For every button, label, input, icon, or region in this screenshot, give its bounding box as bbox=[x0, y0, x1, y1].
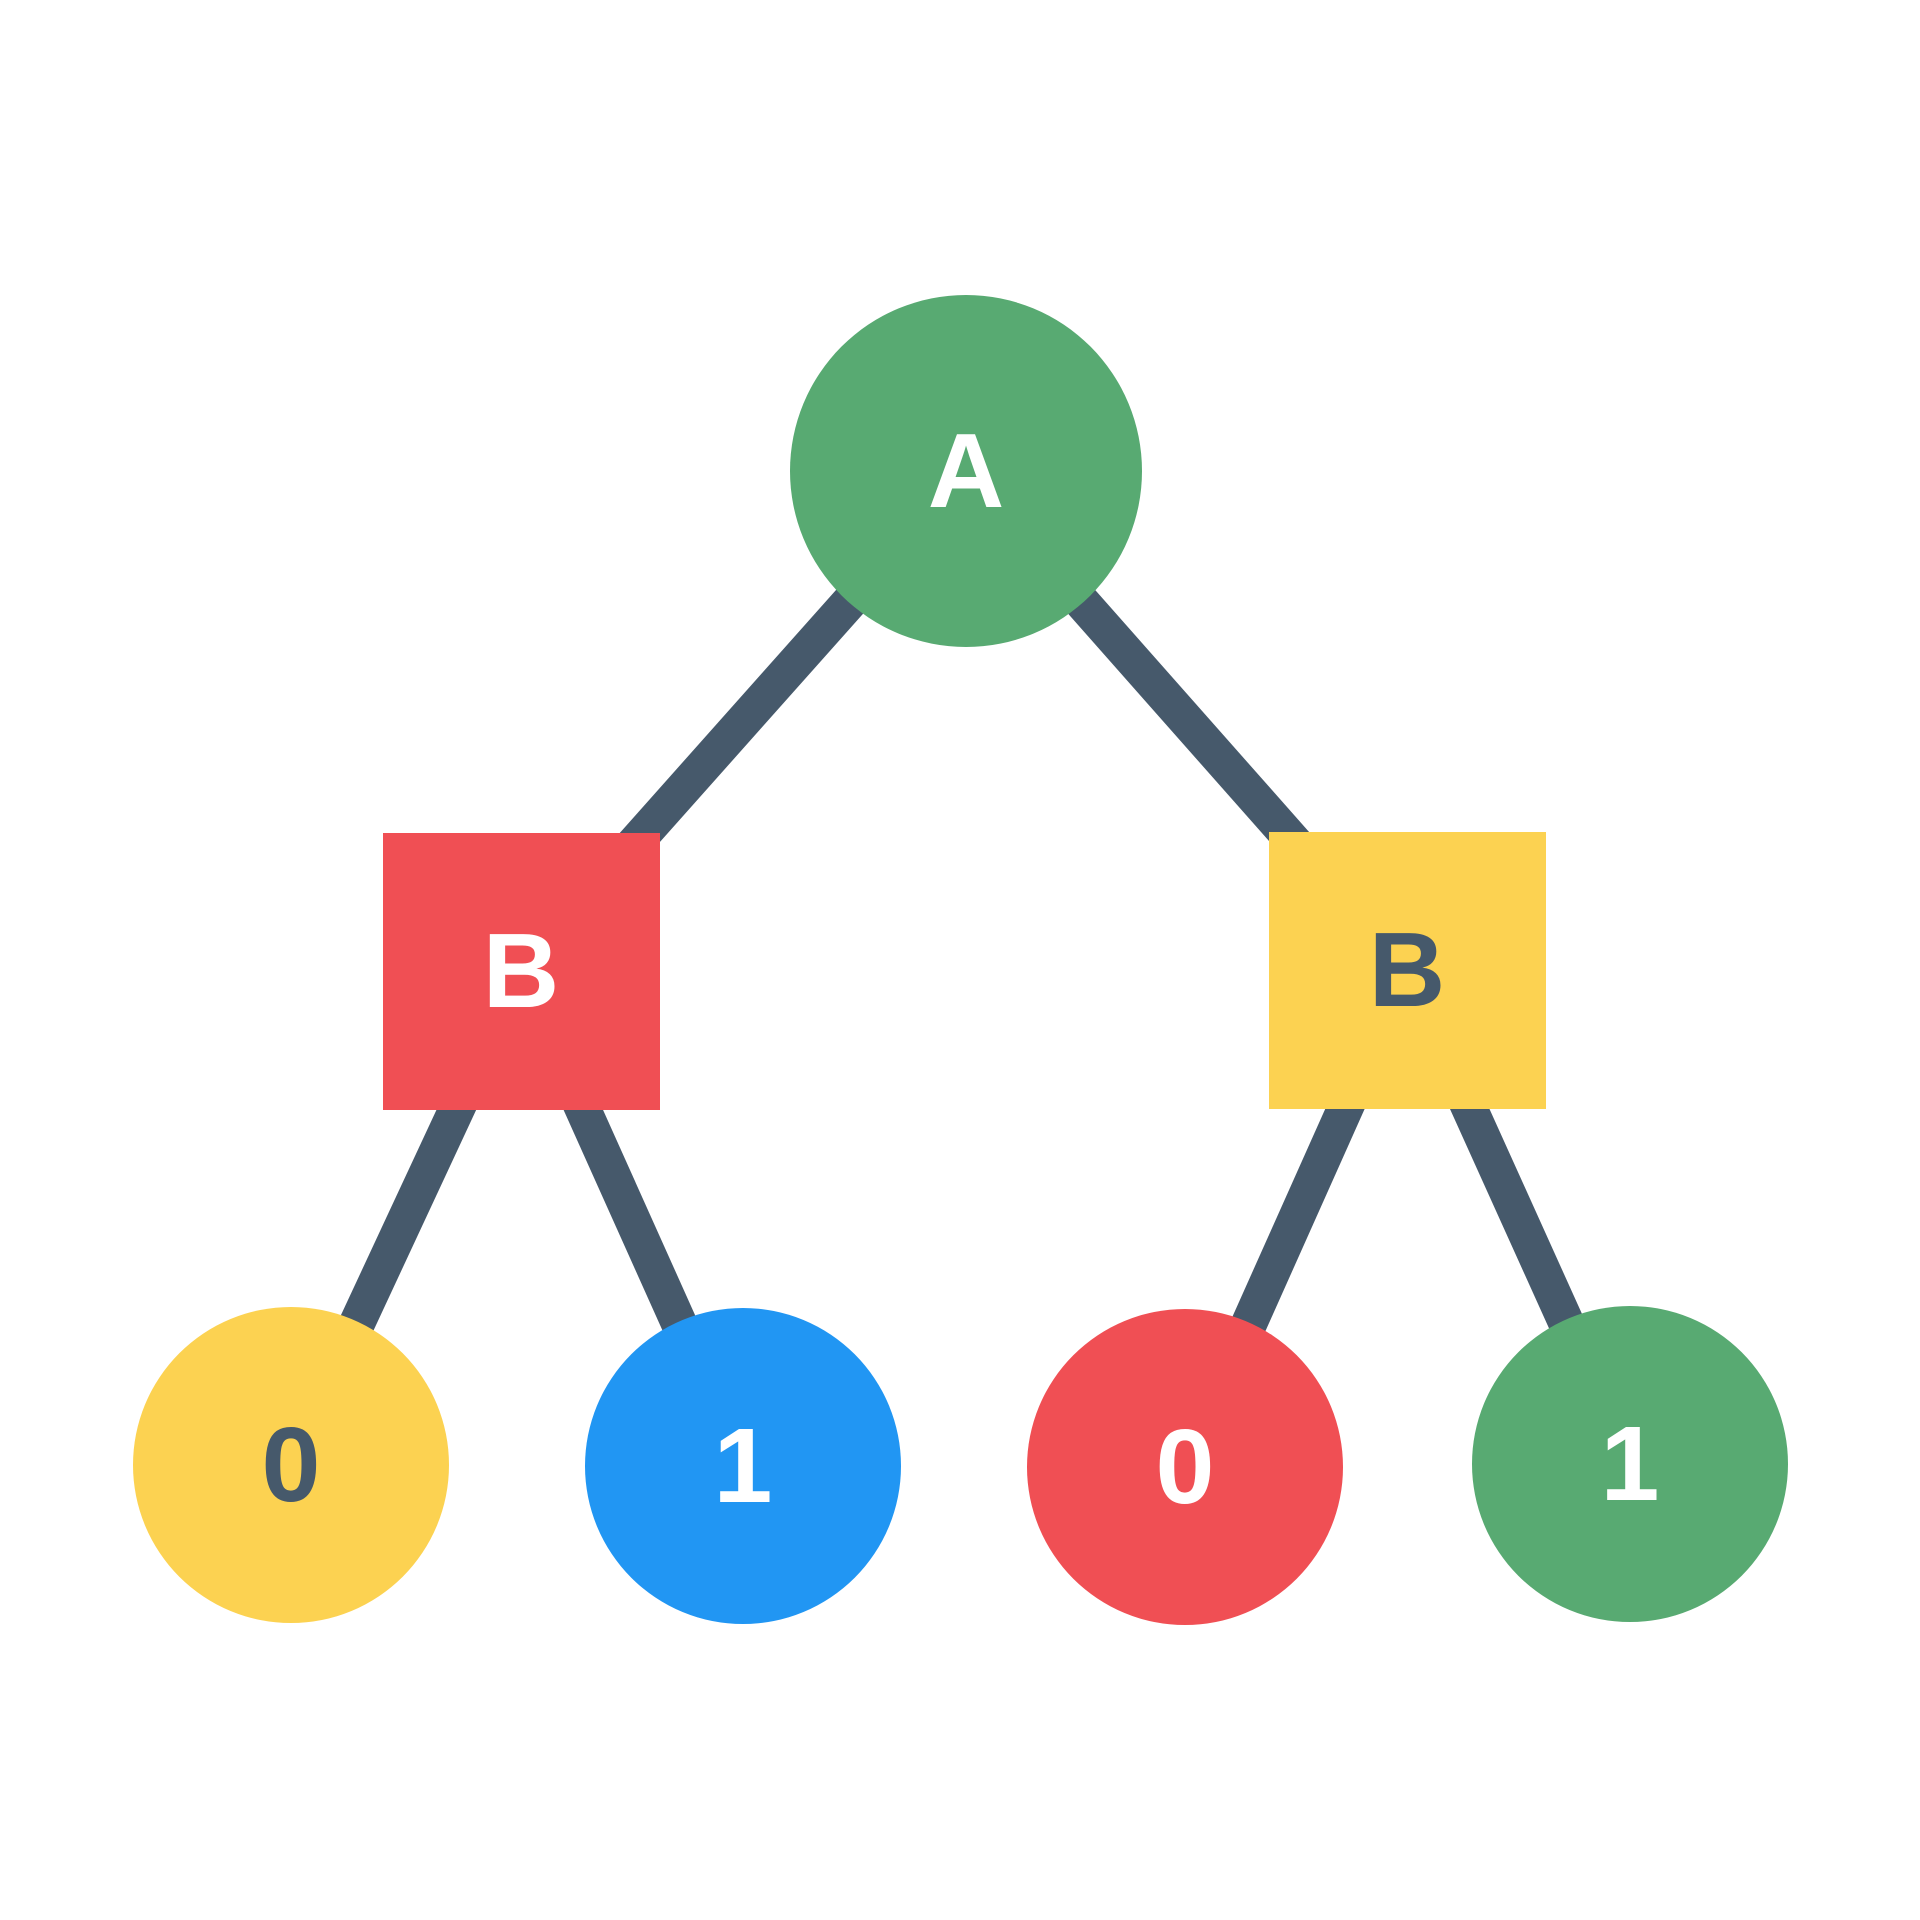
tree-leaf-1-right: 1 bbox=[1472, 1306, 1788, 1622]
node-b-left-label: B bbox=[482, 912, 560, 1030]
leaf-0-right-label: 0 bbox=[1155, 1408, 1215, 1526]
tree-node-a-root: A bbox=[790, 295, 1142, 647]
leaf-0-left-label: 0 bbox=[261, 1406, 321, 1524]
tree-node-b-left: B bbox=[382, 832, 660, 1110]
tree-leaf-0-left: 0 bbox=[133, 1307, 449, 1623]
leaf-1-left-label: 1 bbox=[713, 1407, 773, 1525]
tree-node-b-right: B bbox=[1268, 831, 1546, 1109]
node-b-right-label: B bbox=[1368, 911, 1446, 1029]
leaf-1-right-label: 1 bbox=[1600, 1405, 1660, 1523]
tree-leaf-1-left: 1 bbox=[585, 1308, 901, 1624]
tree-leaf-0-right: 0 bbox=[1027, 1309, 1343, 1625]
node-a-label: A bbox=[927, 412, 1005, 530]
